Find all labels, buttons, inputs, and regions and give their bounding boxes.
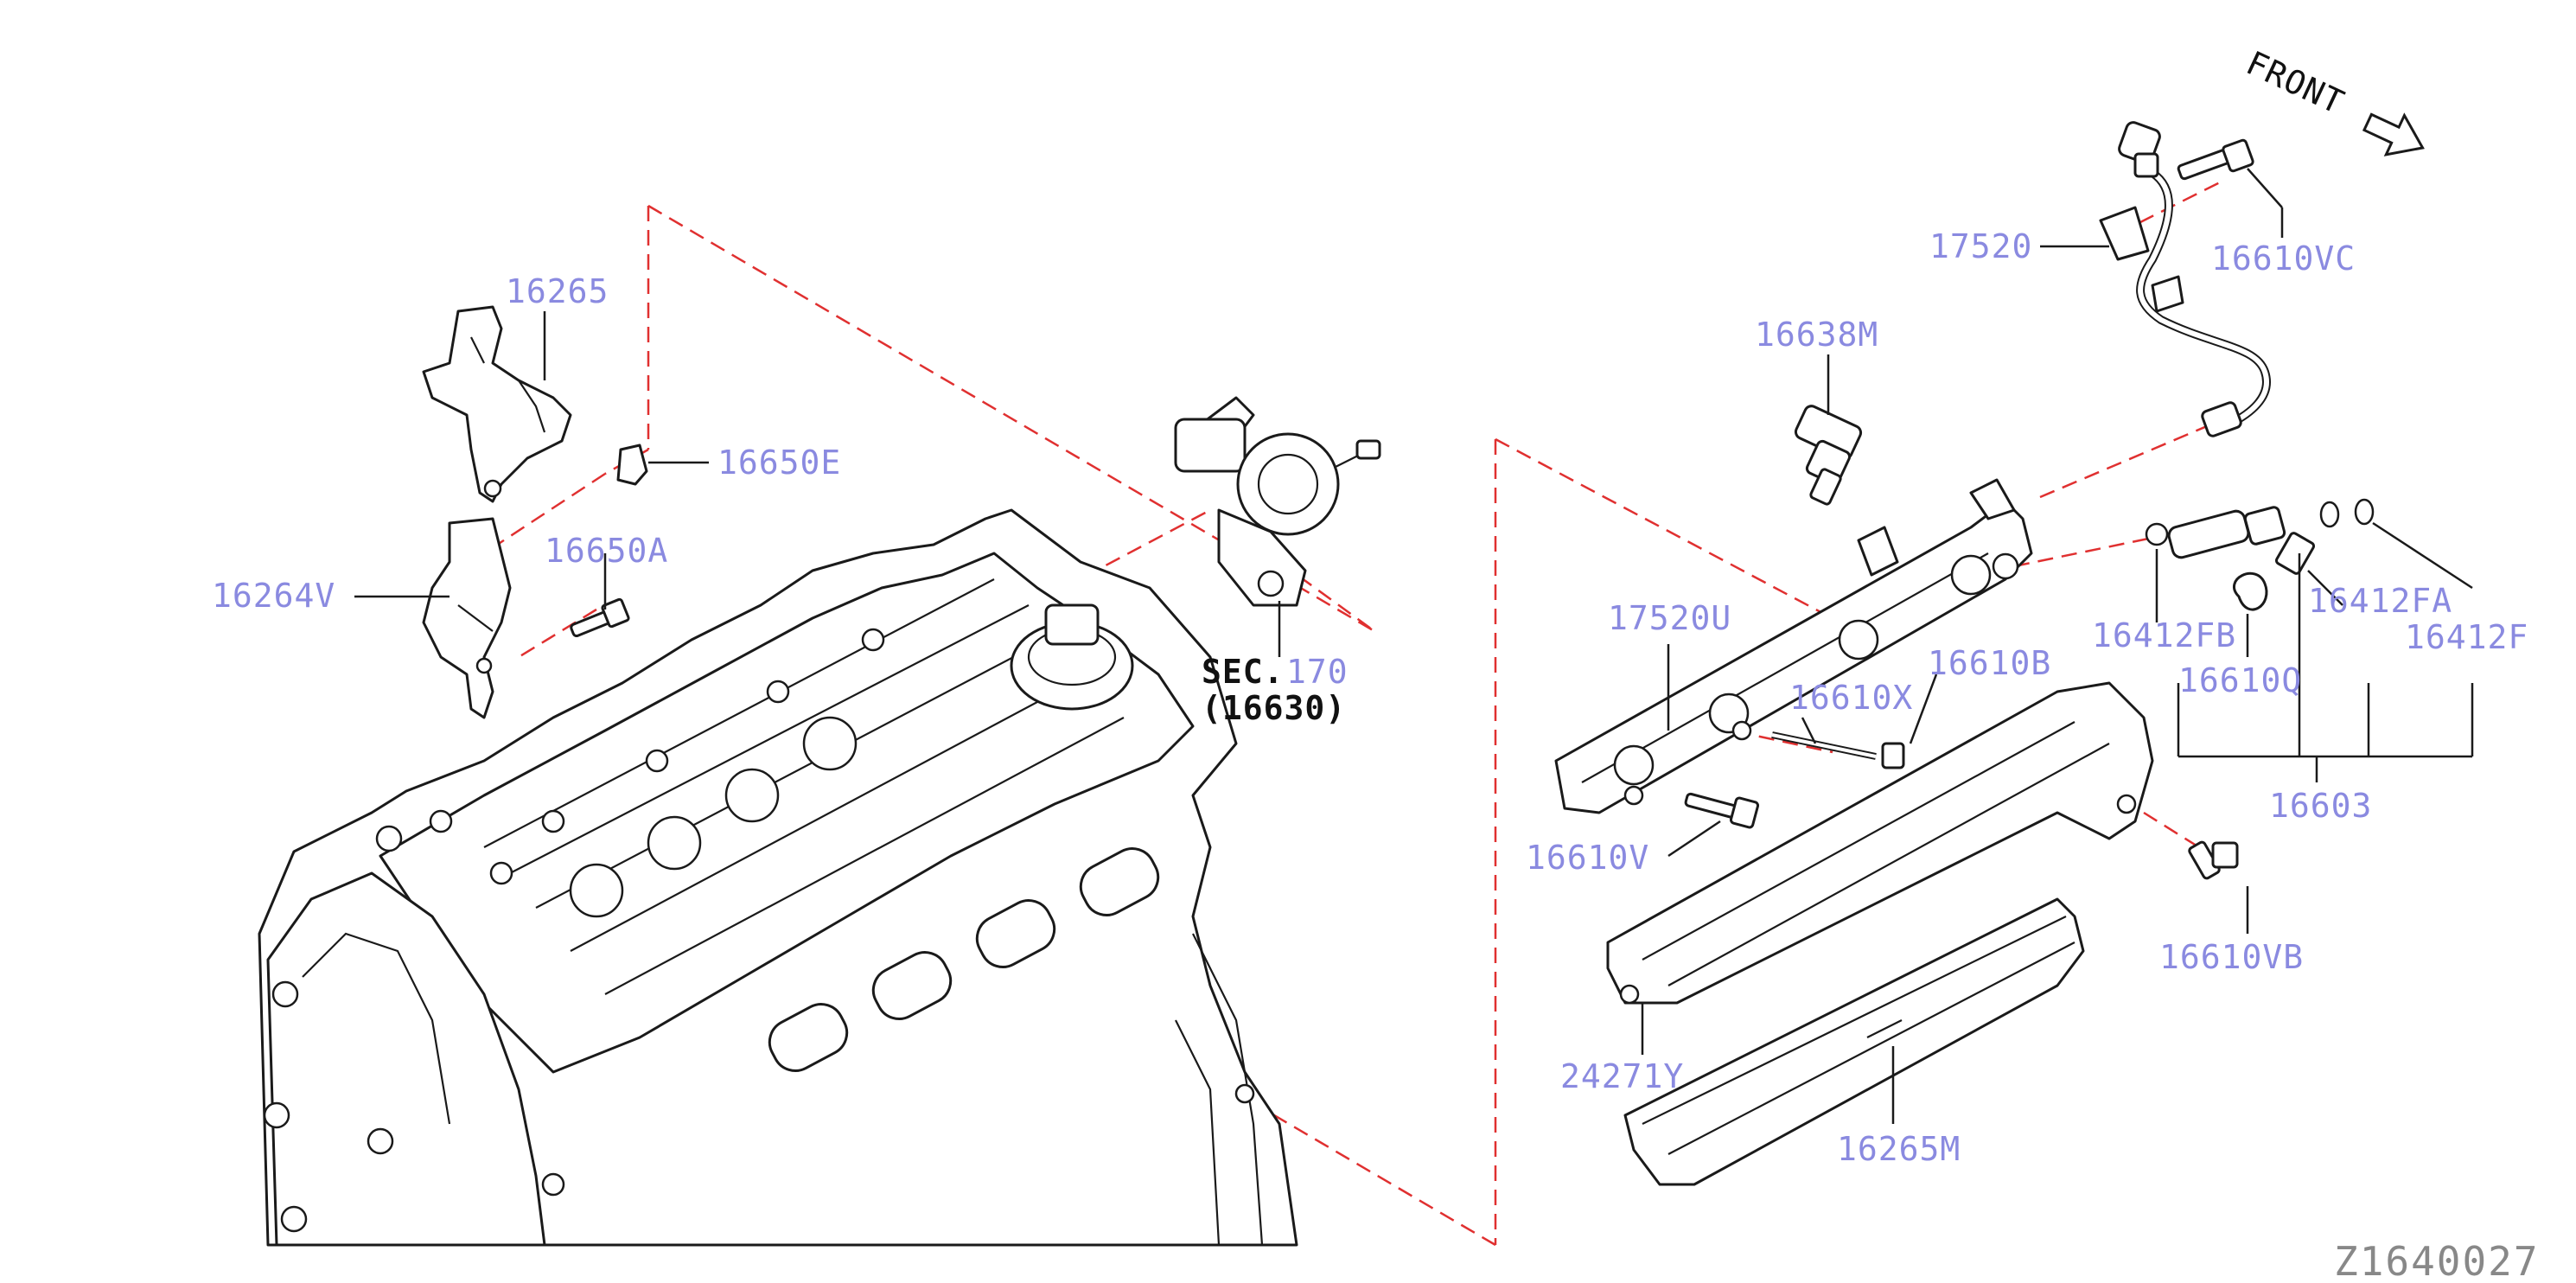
bolt-16610vc — [2177, 138, 2254, 181]
sensor-16638m — [1794, 405, 1863, 506]
protector-24271y — [1606, 681, 2154, 1005]
front-direction-indicator: FRONT — [2241, 44, 2425, 156]
cover-16265m — [1623, 897, 2085, 1186]
engine-cylinder-head — [258, 508, 1298, 1247]
bolt-16610x — [1771, 731, 1905, 769]
sec-ref-part: (16630) — [1202, 689, 1346, 727]
high-pressure-pump — [1174, 396, 1381, 607]
label-16610vb: 16610VB — [2159, 938, 2304, 976]
diagram-code: Z1640027 — [2334, 1238, 2540, 1283]
label-16650a: 16650A — [545, 532, 668, 570]
bolt-16610v — [1684, 792, 1760, 829]
sec-ref-number: 170 — [1286, 653, 1349, 691]
label-16412f: 16412F — [2405, 618, 2528, 656]
fuel-line-17520 — [2099, 121, 2271, 437]
bolt-16610vb — [2188, 840, 2239, 880]
label-16610vc: 16610VC — [2211, 239, 2356, 278]
label-17520: 17520 — [1929, 227, 2032, 265]
leader-lines — [354, 168, 2474, 1124]
clip-16610q — [2233, 571, 2268, 611]
label-16610v: 16610V — [1526, 839, 1649, 877]
bracket-16265 — [422, 305, 572, 503]
label-16265m: 16265M — [1837, 1130, 1961, 1168]
sec-ref-prefix: SEC. — [1202, 653, 1285, 691]
bolt-16650a — [570, 597, 630, 638]
label-16264v: 16264V — [212, 577, 335, 615]
fuel-rail-17520u — [1554, 478, 2033, 814]
label-16610b: 16610B — [1928, 644, 2051, 682]
clip-16650e — [616, 444, 648, 486]
label-16412fb: 16412FB — [2092, 616, 2236, 654]
part-labels: 16265 16650E 16650A 16264V 17520 16610VC… — [212, 227, 2540, 1283]
label-16412fa: 16412FA — [2308, 582, 2452, 620]
label-24271y: 24271Y — [1560, 1057, 1684, 1095]
label-16638m: 16638M — [1755, 316, 1878, 354]
label-16265: 16265 — [506, 272, 609, 310]
arrow-right-icon — [2362, 112, 2425, 156]
label-16650e: 16650E — [717, 444, 841, 482]
label-16610x: 16610X — [1789, 679, 1913, 717]
front-label: FRONT — [2241, 44, 2350, 122]
label-16610q: 16610Q — [2178, 661, 2302, 699]
bracket-16264v — [422, 517, 512, 719]
label-16603: 16603 — [2269, 787, 2372, 825]
injector-16603 — [2145, 498, 2375, 575]
label-17520u: 17520U — [1608, 599, 1731, 637]
